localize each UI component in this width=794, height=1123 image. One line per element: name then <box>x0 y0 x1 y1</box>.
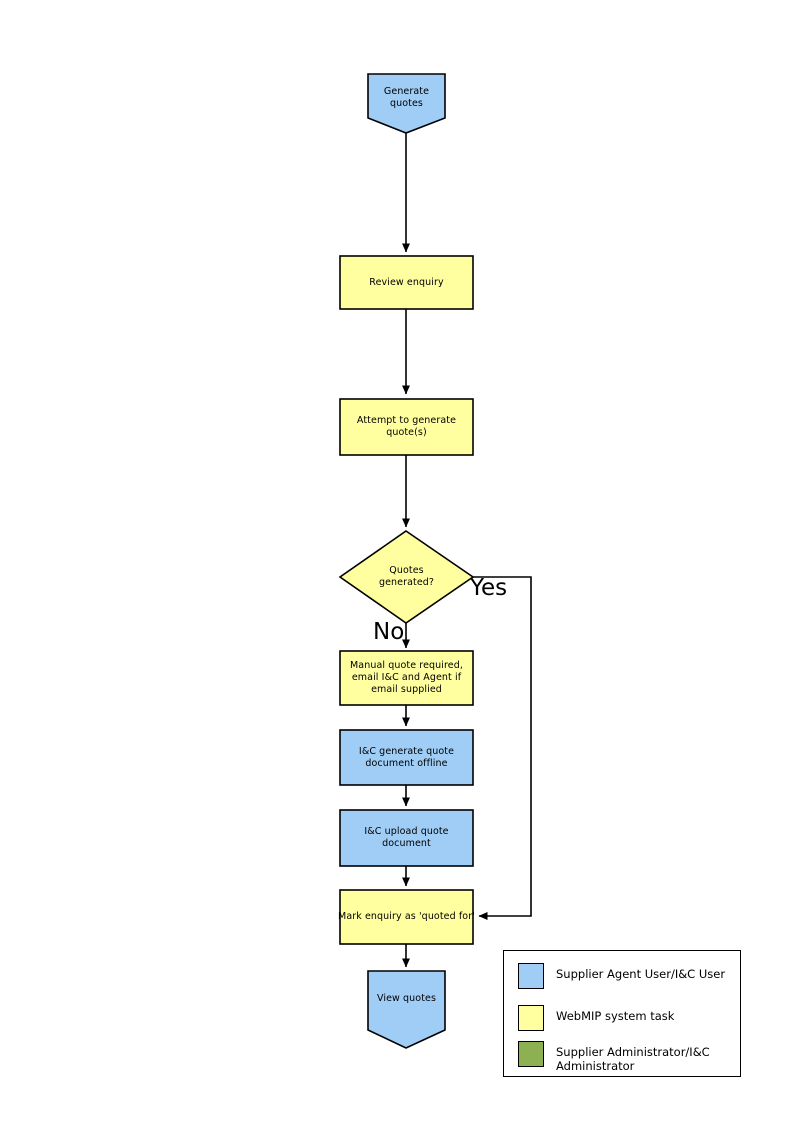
legend-swatch-user-task <box>518 963 544 989</box>
node-attempt-generate-quotes[interactable] <box>339 398 474 456</box>
legend-swatch-system-task <box>518 1005 544 1031</box>
node-review-enquiry[interactable] <box>339 255 474 310</box>
legend-swatch-admin-task <box>518 1041 544 1067</box>
legend-item-system-task: WebMIP system task <box>518 1005 674 1031</box>
legend-label-user-task: Supplier Agent User/I&C User <box>556 967 726 981</box>
node-view-quotes[interactable] <box>367 970 446 1049</box>
branch-label-no: No <box>373 619 405 645</box>
legend-label-admin-task: Supplier Administrator/I&C Administrator <box>556 1045 710 1073</box>
node-mark-enquiry-quoted-for[interactable] <box>339 889 474 945</box>
legend-item-user-task: Supplier Agent User/I&C User <box>518 963 725 989</box>
node-manual-quote-required[interactable] <box>339 650 474 706</box>
legend-label-system-task: WebMIP system task <box>556 1009 675 1023</box>
branch-label-yes: Yes <box>470 575 508 601</box>
node-generate-quotes[interactable] <box>367 73 446 134</box>
legend: Supplier Agent User/I&C User WebMIP syst… <box>503 950 741 1077</box>
node-ic-generate-quote-offline[interactable] <box>339 729 474 786</box>
edge-decision-yes <box>473 576 532 920</box>
legend-item-admin-task: Supplier Administrator/I&C Administrator <box>518 1041 710 1073</box>
node-quotes-generated-decision[interactable] <box>338 530 475 624</box>
node-ic-upload-quote-document[interactable] <box>339 809 474 867</box>
